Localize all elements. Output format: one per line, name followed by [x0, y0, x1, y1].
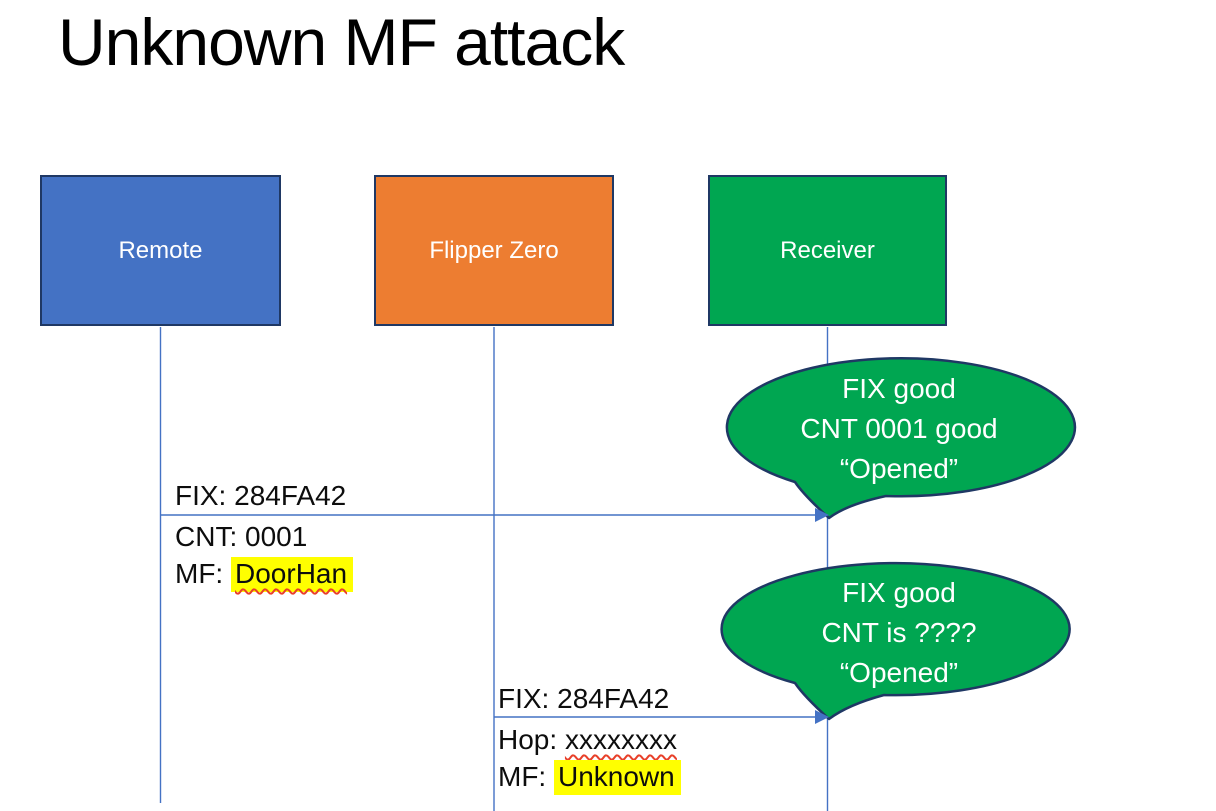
page-title: Unknown MF attack — [58, 5, 625, 79]
message-2-label-fix: FIX: 284FA42 — [498, 680, 669, 717]
message-2-mf-value-highlighted: Unknown — [554, 760, 681, 795]
actor-box-flipper-zero: Flipper Zero — [374, 175, 614, 326]
speech-bubble-2 — [720, 561, 1071, 721]
message-1-label-fix: FIX: 284FA42 — [175, 477, 346, 514]
message-1-fix-text: FIX: 284FA42 — [175, 480, 347, 511]
bubble-2-line-2: CNT is ???? — [821, 617, 977, 648]
bubble-1-line-2: CNT 0001 good — [800, 413, 998, 444]
message-1-mf-value-highlighted: DoorHan — [231, 557, 354, 592]
message-2-hop-line: Hop: xxxxxxxx — [498, 721, 681, 758]
message-2-hop-value: xxxxxxxx — [564, 724, 677, 755]
message-2-label-details: Hop: xxxxxxxx MF: Unknown — [498, 721, 681, 795]
bubble-2-line-3: “Opened” — [839, 657, 959, 688]
bubble-2-line-1: FIX good — [842, 577, 956, 608]
message-1-mf-line: MF: DoorHan — [175, 555, 354, 592]
speech-bubble-1-text: FIX good CNT 0001 good “Opened” — [725, 369, 1073, 489]
actor-box-receiver: Receiver — [708, 175, 947, 326]
message-1-label-details: CNT: 0001 MF: DoorHan — [175, 518, 354, 592]
actor-label-remote: Remote — [118, 236, 203, 264]
actor-label-receiver: Receiver — [780, 236, 875, 264]
bubble-1-line-1: FIX good — [842, 373, 956, 404]
speech-bubble-2-text: FIX good CNT is ???? “Opened” — [725, 573, 1073, 693]
speech-bubble-1 — [725, 357, 1077, 520]
actor-box-remote: Remote — [40, 175, 281, 326]
message-arrow-2-head — [815, 710, 829, 724]
message-2-mf-line: MF: Unknown — [498, 758, 681, 795]
actor-label-flipper-zero: Flipper Zero — [429, 236, 559, 264]
message-2-mf-prefix: MF: — [498, 761, 554, 792]
message-2-fix-text: FIX: 284FA42 — [498, 683, 670, 714]
message-2-hop-prefix: Hop: — [498, 724, 565, 755]
message-1-mf-prefix: MF: — [175, 558, 231, 589]
message-1-cnt-text: CNT: 0001 — [175, 521, 308, 552]
message-arrow-1-head — [815, 508, 829, 522]
message-1-cnt-line: CNT: 0001 — [175, 518, 353, 555]
bubble-1-line-3: “Opened” — [839, 453, 959, 484]
